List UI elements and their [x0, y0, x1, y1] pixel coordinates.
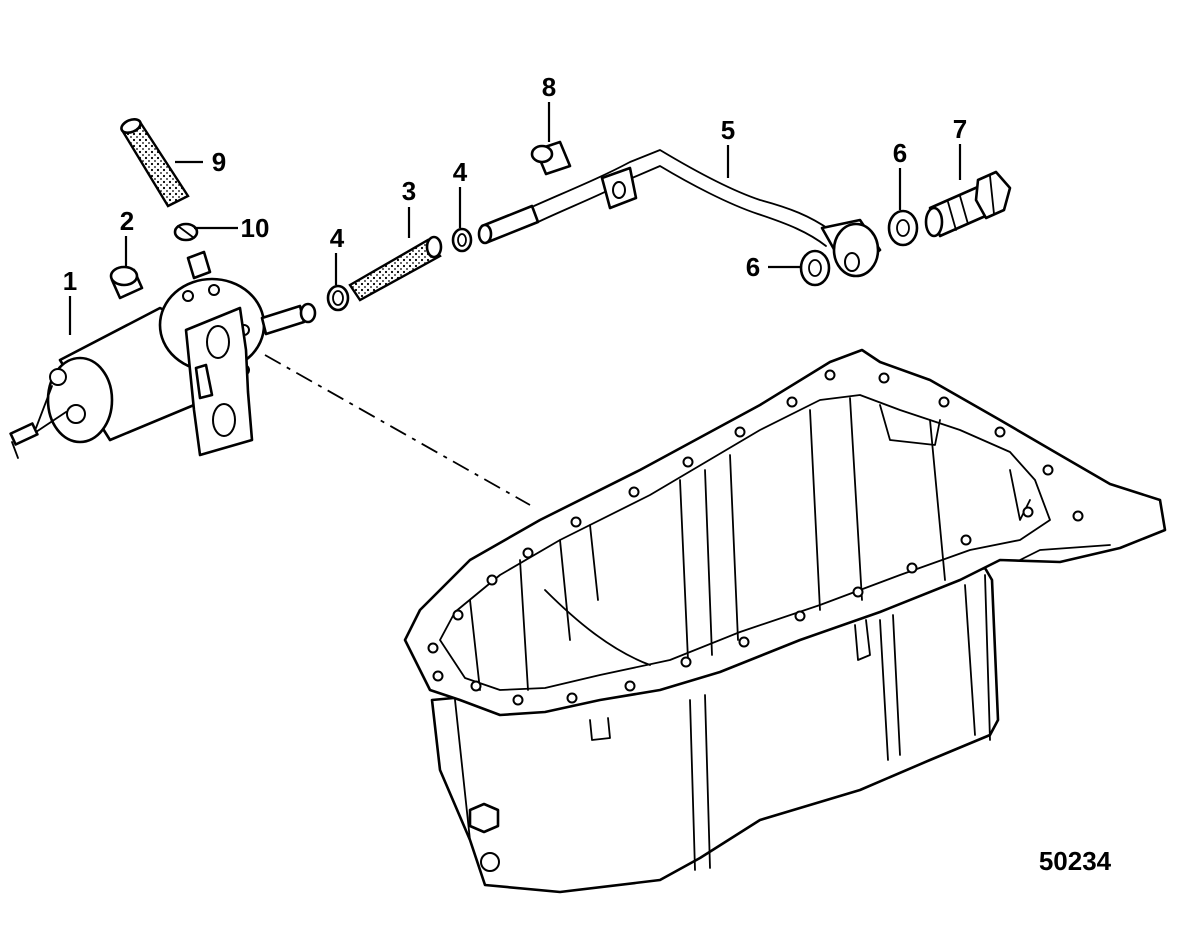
flange-bolt-holes	[427, 369, 1084, 706]
callout-1: 1	[63, 266, 77, 296]
callout-6b: 6	[893, 138, 907, 168]
part-7-banjo-bolt	[924, 170, 1012, 238]
callout-7: 7	[953, 114, 967, 144]
part-3-hose	[348, 235, 443, 302]
leader-lines	[68, 102, 962, 335]
figure-number: 50234	[1039, 846, 1112, 876]
callout-4b: 4	[453, 157, 468, 187]
part-6-washer-right	[887, 209, 919, 247]
part-2-plug	[109, 265, 144, 300]
callout-2: 2	[120, 206, 134, 236]
part-1-pump-assembly	[9, 250, 317, 459]
part-9-hose	[120, 117, 190, 208]
callout-3: 3	[402, 176, 416, 206]
callout-4a: 4	[330, 223, 345, 253]
callout-8: 8	[542, 72, 556, 102]
part-5-fuel-line	[477, 149, 882, 278]
callouts: 1 2 3 4 4 5 6 6 7 8 9 10	[63, 72, 967, 296]
oil-pan	[403, 348, 1167, 894]
callout-9: 9	[212, 147, 226, 177]
part-4-clamp-left	[326, 284, 350, 312]
callout-10: 10	[241, 213, 270, 243]
part-4-clamp-right	[451, 227, 473, 253]
part-6-washer-left	[799, 249, 831, 287]
callout-5: 5	[721, 115, 735, 145]
assembly-centerline	[264, 354, 531, 506]
callout-6a: 6	[746, 252, 760, 282]
part-10-clamp	[173, 222, 199, 242]
part-8-fitting	[530, 140, 572, 176]
drain-plug	[468, 802, 500, 872]
